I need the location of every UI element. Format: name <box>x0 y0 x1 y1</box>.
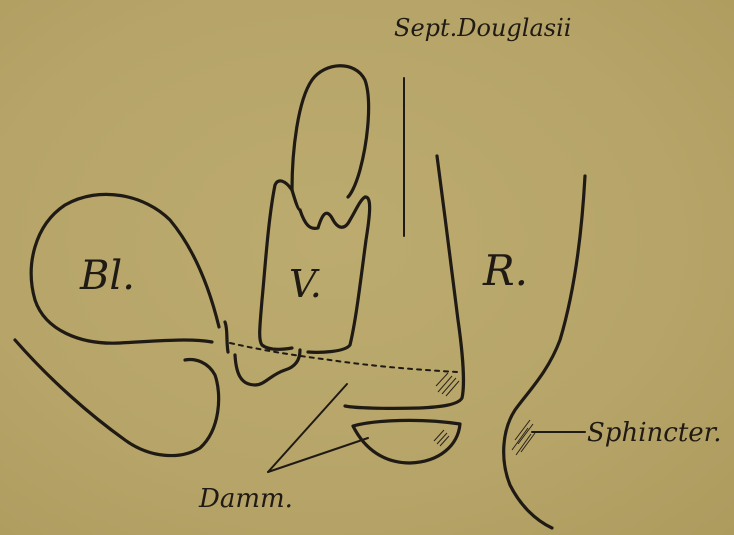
perineal-hatching <box>434 430 449 446</box>
rectum-posterior-wall <box>504 176 585 528</box>
rectum-label: R. <box>483 250 528 292</box>
uterus-outline <box>292 66 369 197</box>
vagina-lower-projection <box>235 350 300 385</box>
damm-label: Damm. <box>199 486 293 512</box>
bladder-neck <box>225 322 228 352</box>
bladder-label: Bl. <box>80 256 135 296</box>
vagina-inner-left <box>292 190 300 210</box>
sphincter-label: Sphincter. <box>587 420 722 446</box>
bladder-lower-wall <box>15 340 219 456</box>
sphincter-hatching <box>512 420 535 455</box>
vagina-label: V. <box>289 265 322 303</box>
septum-douglasii-label: Sept.Douglasii <box>394 16 571 40</box>
rectum-hatching <box>436 373 459 396</box>
